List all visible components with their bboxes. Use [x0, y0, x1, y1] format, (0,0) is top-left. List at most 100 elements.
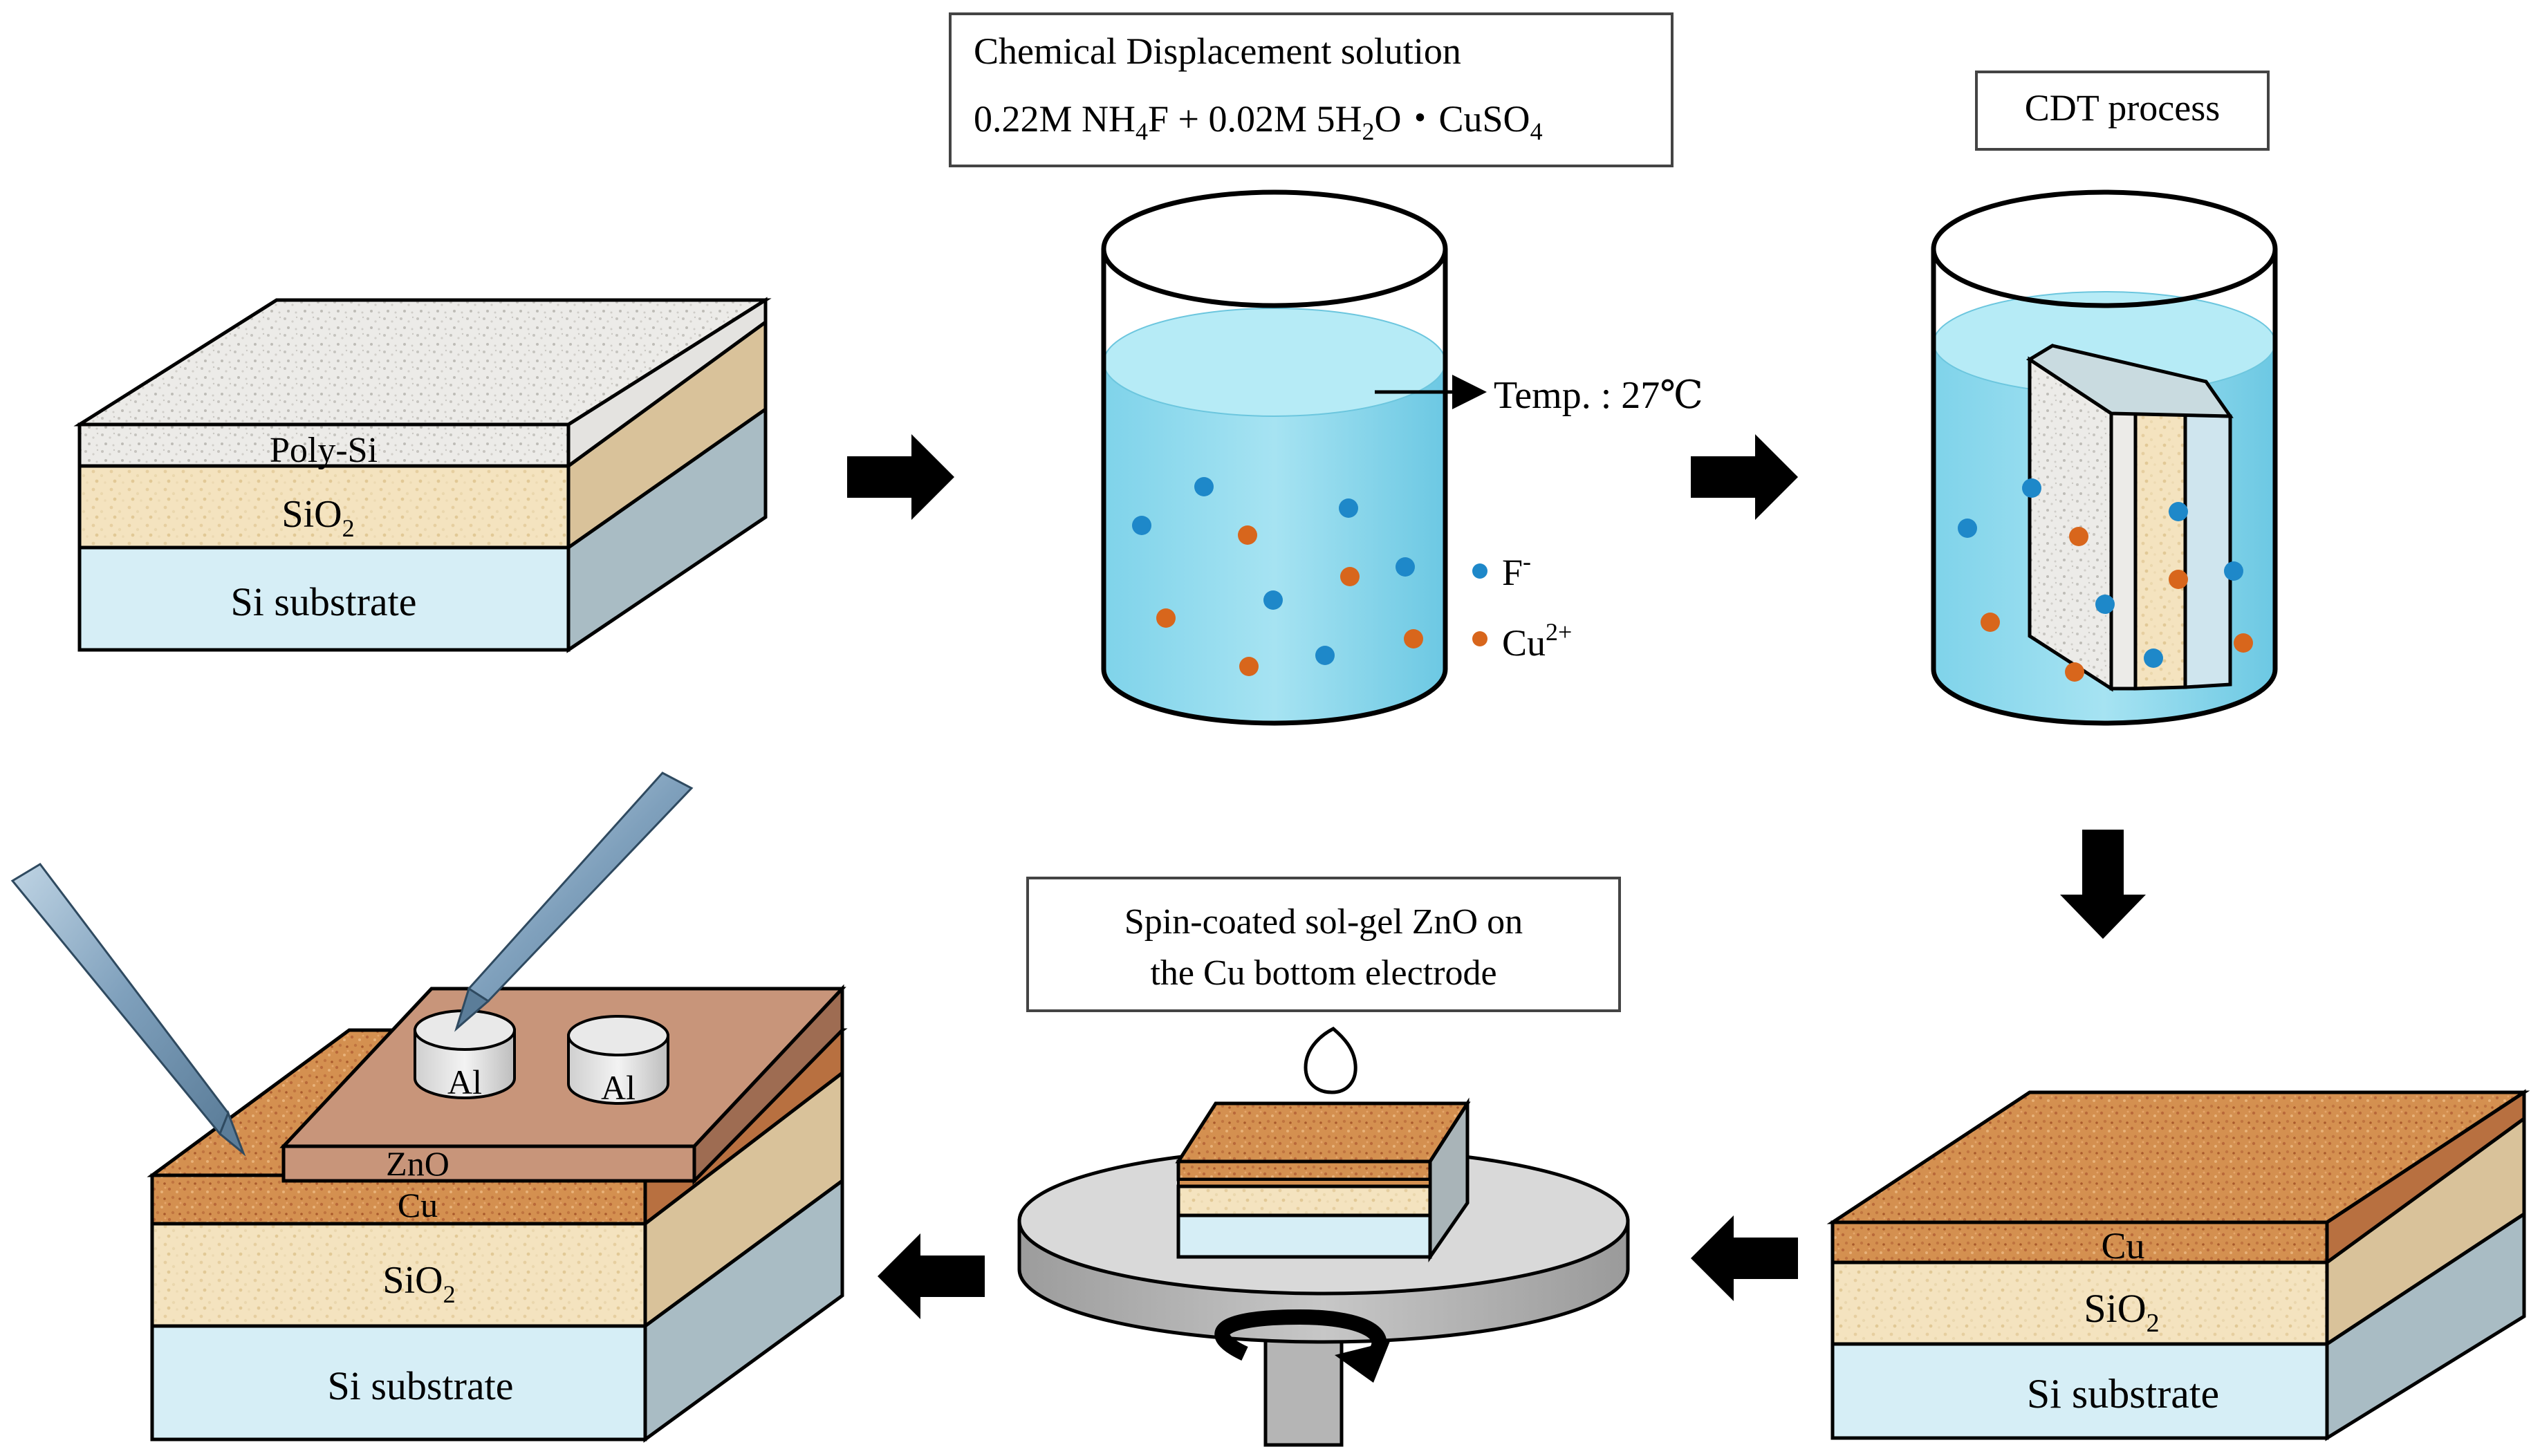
- f-ion: [1132, 516, 1151, 535]
- wafer-gap-side: [2109, 411, 2138, 691]
- stack-final-device: ZnO Cu SiO2 Si substrate Al Al: [10, 772, 848, 1443]
- sio2-layer-2: [1830, 1260, 2329, 1346]
- f-ion: [2144, 648, 2163, 668]
- probe-right: [454, 772, 694, 1032]
- arrow-down: [2060, 830, 2146, 939]
- wafer-top-edge: [2026, 344, 2234, 418]
- ions-beaker-1: [1132, 477, 1423, 676]
- al-1-label: Al: [447, 1063, 482, 1101]
- wafer-sio2-side: [2133, 411, 2187, 691]
- al-2-label: Al: [601, 1068, 636, 1107]
- al-electrode-2: Al: [567, 1015, 669, 1107]
- ion-legend: F- Cu2+: [1472, 548, 1572, 664]
- probe-right-body: [467, 772, 694, 1002]
- beaker-solution: [1101, 189, 1448, 726]
- temp-label: Temp. : 27℃: [1494, 374, 1703, 417]
- beaker-2-walls: [1931, 249, 2278, 726]
- solution-info-box: Chemical Displacement solution 0.22M NH4…: [949, 12, 1674, 167]
- cu-ion: [1238, 525, 1257, 545]
- probe-left: [10, 863, 246, 1157]
- sol-gel-droplet-icon: [1304, 1027, 1357, 1094]
- al-electrode-1: Al: [414, 1009, 516, 1101]
- f-ion: [1339, 498, 1358, 518]
- solution-title: Chemical Displacement solution: [974, 30, 1461, 72]
- si-substrate-label: Si substrate: [230, 579, 416, 624]
- ions-beaker-2: [1958, 478, 2253, 682]
- cu-ion: [1981, 613, 2000, 632]
- solution-formula: 0.22M NH4F + 0.02M 5H2O・CuSO4: [974, 98, 1543, 145]
- f-ion: [1396, 557, 1415, 577]
- stack-cu-electrode: Cu SiO2 Si substrate: [1826, 1089, 2530, 1441]
- cu-ion: [2234, 633, 2253, 653]
- beaker-2-rim: [1931, 189, 2278, 308]
- cu-ion: [1239, 657, 1259, 676]
- cu-ion: [1340, 567, 1360, 586]
- sio2-label-2: SiO2: [2084, 1286, 2159, 1338]
- poly-si-label: Poly-Si: [270, 431, 378, 470]
- wafer-poly-face: [2028, 356, 2113, 692]
- cu-ion: [2169, 570, 2188, 589]
- sio2-label-3: SiO2: [382, 1259, 455, 1308]
- cdt-label: CDT process: [2025, 87, 2220, 129]
- cu-label-3: Cu: [398, 1186, 438, 1224]
- sio2-layer-3: [150, 1222, 647, 1328]
- f-ion: [1958, 519, 1977, 538]
- cu-label: Cu: [2101, 1225, 2144, 1267]
- f-ion-legend-label: F-: [1502, 548, 1531, 593]
- rotation-arrow-icon: [1214, 1309, 1387, 1361]
- f-ion: [1263, 590, 1283, 610]
- f-ion: [1315, 646, 1335, 665]
- sio2-layer: [77, 464, 571, 550]
- wafer-si-side: [2183, 413, 2232, 689]
- cu-ion: [2069, 527, 2088, 546]
- beaker-1-walls: [1101, 249, 1448, 726]
- f-ion: [2022, 478, 2041, 498]
- cu-ion-legend-label: Cu2+: [1502, 618, 1572, 664]
- beaker-cdt: [1931, 189, 2278, 726]
- f-ion: [2095, 595, 2115, 614]
- sample-si: [1176, 1213, 1432, 1259]
- arrow-right-1: [847, 434, 954, 520]
- si-substrate-label-3: Si substrate: [327, 1363, 513, 1408]
- sio2-label: SiO2: [281, 493, 354, 542]
- cu-layer: [1830, 1220, 2329, 1264]
- cu-layer-3: [150, 1173, 647, 1226]
- f-ion: [2224, 561, 2243, 581]
- cu-ion: [1404, 629, 1423, 648]
- f-ion: [1194, 477, 1214, 496]
- stack-poly-si: Poly-Si SiO2 Si substrate: [73, 297, 772, 653]
- sample-zno: [1176, 1159, 1432, 1182]
- probe-left-body: [10, 863, 230, 1136]
- f-ion-legend-dot: [1472, 563, 1487, 579]
- spin-box-frame: [1026, 877, 1621, 1012]
- probe-left-tip: [219, 1110, 246, 1157]
- spin-sample: [1175, 1097, 1471, 1263]
- zno-label: ZnO: [386, 1144, 449, 1183]
- cu-ion-legend-dot: [1472, 631, 1487, 646]
- rotation-arrowhead: [1335, 1341, 1390, 1383]
- si-substrate-layer: [77, 545, 571, 652]
- zno-front-face: [281, 1144, 696, 1183]
- sample-sio2: [1176, 1184, 1432, 1217]
- f-ion: [2169, 502, 2188, 521]
- arrow-left-1: [1691, 1215, 1798, 1301]
- spin-box-line2: the Cu bottom electrode: [1150, 953, 1496, 993]
- probe-right-tip: [454, 987, 490, 1032]
- cu-ion: [2065, 662, 2084, 682]
- arrow-right-2: [1691, 434, 1798, 520]
- cu-ion: [1156, 608, 1176, 628]
- solution-box-frame: [949, 12, 1674, 167]
- si-substrate-layer-3: [150, 1324, 647, 1441]
- beaker-1-liquid-surface: [1103, 308, 1446, 417]
- si-substrate-layer-2: [1830, 1342, 2329, 1440]
- cdt-box-frame: [1975, 71, 2270, 151]
- spin-box-line1: Spin-coated sol-gel ZnO on: [1124, 902, 1523, 942]
- beaker-1-rim: [1101, 189, 1448, 308]
- si-substrate-label-2: Si substrate: [2027, 1371, 2219, 1417]
- beaker-1-liquid: [1104, 362, 1445, 723]
- arrow-left-2: [878, 1233, 985, 1319]
- sample-top: [1175, 1101, 1471, 1164]
- al-2-top: [567, 1015, 669, 1056]
- immersed-wafer: [2025, 344, 2234, 692]
